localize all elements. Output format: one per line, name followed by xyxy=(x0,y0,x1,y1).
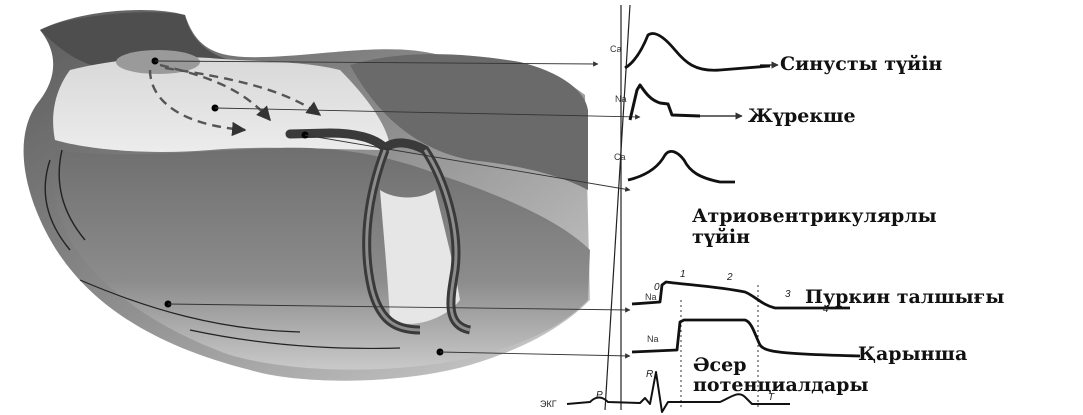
ion-label-av: Ca xyxy=(614,152,626,162)
atrium-region xyxy=(53,57,390,152)
trace-av-node xyxy=(628,151,735,182)
label-action-potentials-line1: Әсер xyxy=(693,354,747,376)
ecg-t-label: T xyxy=(768,392,775,403)
phase-label-1: 1 xyxy=(680,269,686,280)
phase-label-3: 3 xyxy=(785,289,791,300)
label-av-node-line2: түйін xyxy=(692,226,750,248)
trace-sinus-node xyxy=(625,33,770,70)
ion-label-purkinje: Na xyxy=(645,292,657,302)
trace-atrium xyxy=(630,85,700,120)
ecg-label: ЭКГ xyxy=(540,399,557,409)
phase-label-0: 0 xyxy=(654,282,660,293)
label-av-node-line1: Атриовентрикулярлы xyxy=(692,205,937,227)
ion-label-sinus: Ca xyxy=(610,44,622,54)
phase-label-2: 2 xyxy=(726,272,733,283)
ecg-r-label: R xyxy=(646,369,653,380)
trace-ventricle xyxy=(632,320,860,356)
label-sinus-node: Синусты түйін xyxy=(780,53,942,75)
ion-label-atrium: Na xyxy=(615,94,627,104)
heart-illustration xyxy=(24,10,590,381)
ion-label-ventricle: Na xyxy=(647,334,659,344)
label-action-potentials-line2: потенциалдары xyxy=(693,374,869,396)
label-ventricle: Қарынша xyxy=(858,343,967,365)
label-atrium: Жүрекше xyxy=(748,105,856,127)
label-purkinje: Пуркин талшығы xyxy=(805,286,1004,308)
ecg-p-label: P xyxy=(596,390,603,401)
